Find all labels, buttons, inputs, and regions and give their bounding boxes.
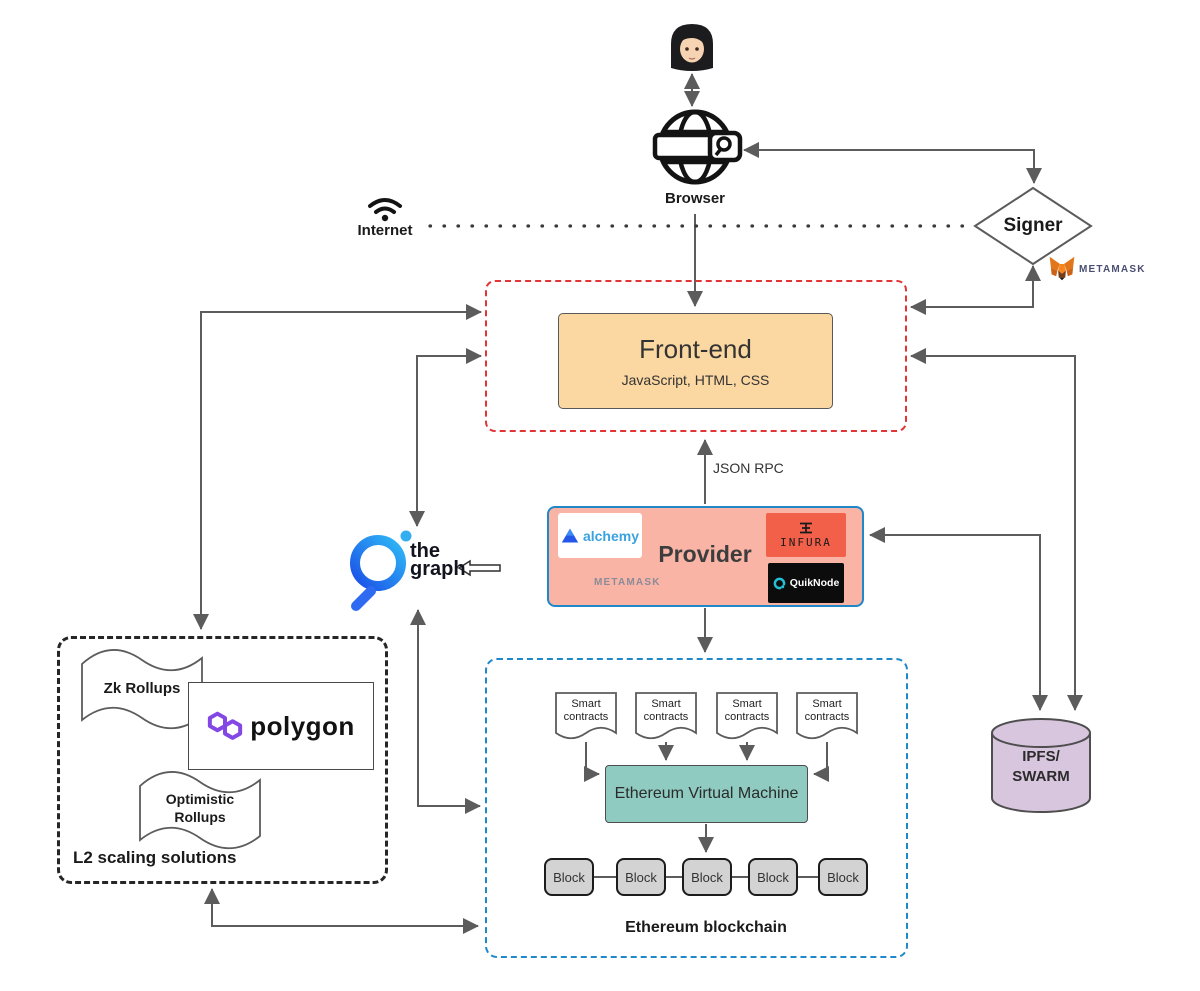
internet-label: Internet — [357, 222, 413, 239]
infura-chip: INFURA — [766, 513, 846, 557]
conn-frontend-ipfs — [910, 348, 1083, 711]
l2-zone-title: L2 scaling solutions — [73, 848, 237, 867]
conn-l2-ethereum — [204, 888, 479, 934]
quiknode-chip: QuikNode — [768, 563, 844, 603]
smart-contract-label: Smart contracts — [804, 698, 850, 723]
user-icon — [671, 24, 713, 71]
frontend-zone — [485, 280, 907, 432]
the-graph-logo — [350, 530, 412, 611]
infura-label: INFURA — [780, 535, 832, 549]
the-graph-word1: the — [410, 540, 440, 562]
metamask-fox-icon — [1049, 256, 1075, 281]
smart-contract-label: Smart contracts — [724, 698, 770, 723]
frontend-box: Front-end JavaScript, HTML, CSS — [558, 313, 833, 409]
browser-label: Browser — [664, 190, 726, 207]
alchemy-label: alchemy — [582, 527, 640, 544]
the-graph-word2: graph — [410, 558, 466, 580]
l2-zone — [57, 636, 388, 884]
block-node: Block — [818, 858, 868, 896]
frontend-subtitle: JavaScript, HTML, CSS — [621, 372, 770, 388]
conn-contract4-evm — [813, 742, 829, 782]
polygon-label: polygon — [250, 710, 355, 741]
conn-frontend-thegraph — [409, 348, 482, 527]
quiknode-label: QuikNode — [789, 577, 840, 589]
conn-frontend-l2 — [193, 304, 482, 630]
cursor-arrow-icon — [457, 559, 501, 577]
conn-thegraph-ethereum — [410, 609, 481, 814]
optimistic-rollups-tape — [139, 771, 261, 850]
json-rpc-label: JSON RPC — [713, 460, 784, 476]
browser-icon — [652, 109, 743, 185]
block-node: Block — [616, 858, 666, 896]
metamask-provider-label: METAMASK — [594, 577, 661, 588]
conn-signer-frontend — [910, 265, 1041, 315]
smart-contract-label: Smart contracts — [563, 698, 609, 723]
signer-diamond — [973, 186, 1093, 266]
block-node: Block — [544, 858, 594, 896]
alchemy-icon — [561, 528, 579, 543]
frontend-title: Front-end — [639, 334, 752, 364]
conn-browser-signer — [743, 142, 1042, 184]
ipfs-swarm-label: IPFS/ SWARM — [991, 747, 1091, 787]
ethereum-zone-title: Ethereum blockchain — [625, 919, 787, 936]
ethereum-zone — [485, 658, 908, 958]
signer-label: Signer — [1003, 215, 1063, 236]
block-node: Block — [748, 858, 798, 896]
metamask-wallet-label: METAMASK — [1079, 264, 1146, 275]
ipfs-line1: IPFS/ — [1022, 748, 1060, 765]
smart-contract-docs — [555, 692, 858, 740]
wifi-icon — [368, 198, 402, 222]
ipfs-line2: SWARM — [1012, 768, 1070, 785]
quiknode-icon — [773, 577, 786, 589]
polygon-icon — [208, 711, 243, 740]
the-graph-wordmark: the graph — [410, 540, 510, 580]
conn-contract1-evm — [584, 742, 600, 782]
optimistic-rollups-label: Optimistic Rollups — [165, 791, 235, 825]
block-node: Block — [682, 858, 732, 896]
infura-icon — [800, 522, 812, 533]
smart-contract-label: Smart contracts — [643, 698, 689, 723]
zk-rollups-label: Zk Rollups — [103, 680, 181, 697]
evm-box: Ethereum Virtual Machine — [605, 765, 808, 823]
alchemy-chip: alchemy — [558, 513, 642, 558]
ipfs-cylinder — [991, 718, 1091, 813]
polygon-box: polygon — [188, 682, 374, 770]
provider-title: Provider — [658, 541, 752, 567]
